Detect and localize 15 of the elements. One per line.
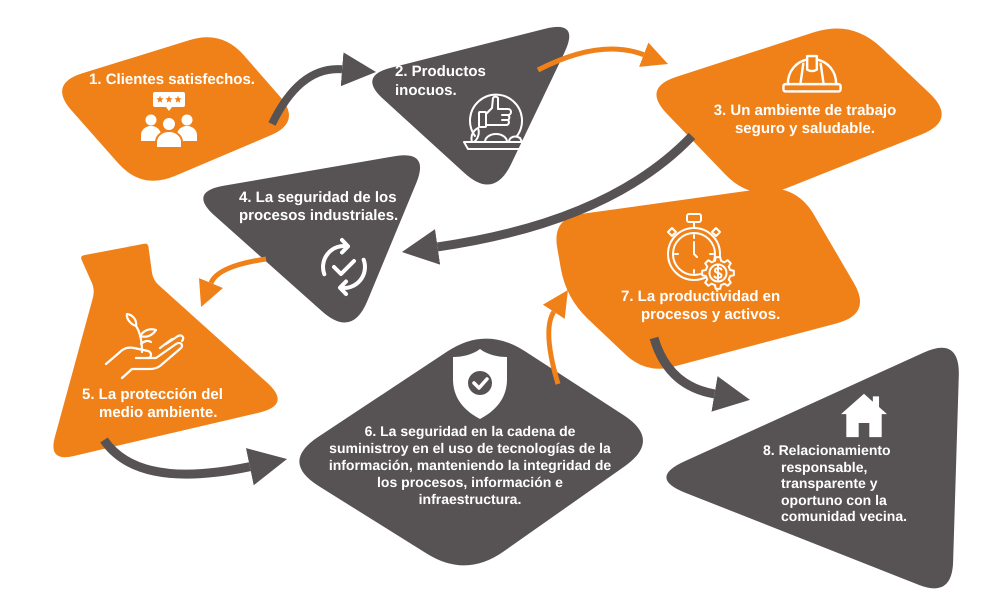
curved-arrow [542, 288, 566, 385]
curved-arrow [100, 437, 288, 486]
step-text: 7. La productividad en procesos y activos. [621, 288, 782, 324]
curved-arrow [536, 42, 668, 72]
curved-arrow [650, 336, 750, 412]
step-text: 4. La seguridad de los procesos industriales. [239, 189, 400, 225]
step-text: 3. Un ambiente de trabajo seguro y saludable. [712, 102, 898, 138]
step-text: 2. Productos inocuos. [395, 62, 487, 100]
step-text: 8. Relacionamiento responsable, transparente y oportuno con la comunidad vecina. [763, 442, 908, 524]
step-text: 5. La protección del medio ambiente. [82, 386, 224, 422]
step-text: 6. La seguridad en la cadena de suministroy en el uso de tecnologías de la información, manteniendo la integridad de los procesos, información e infraestructura. [328, 423, 612, 508]
step-text: 1. Clientes satisfechos. [88, 71, 256, 89]
curved-arrow [198, 256, 266, 306]
curved-arrow [402, 132, 696, 265]
curved-arrow [268, 52, 376, 126]
